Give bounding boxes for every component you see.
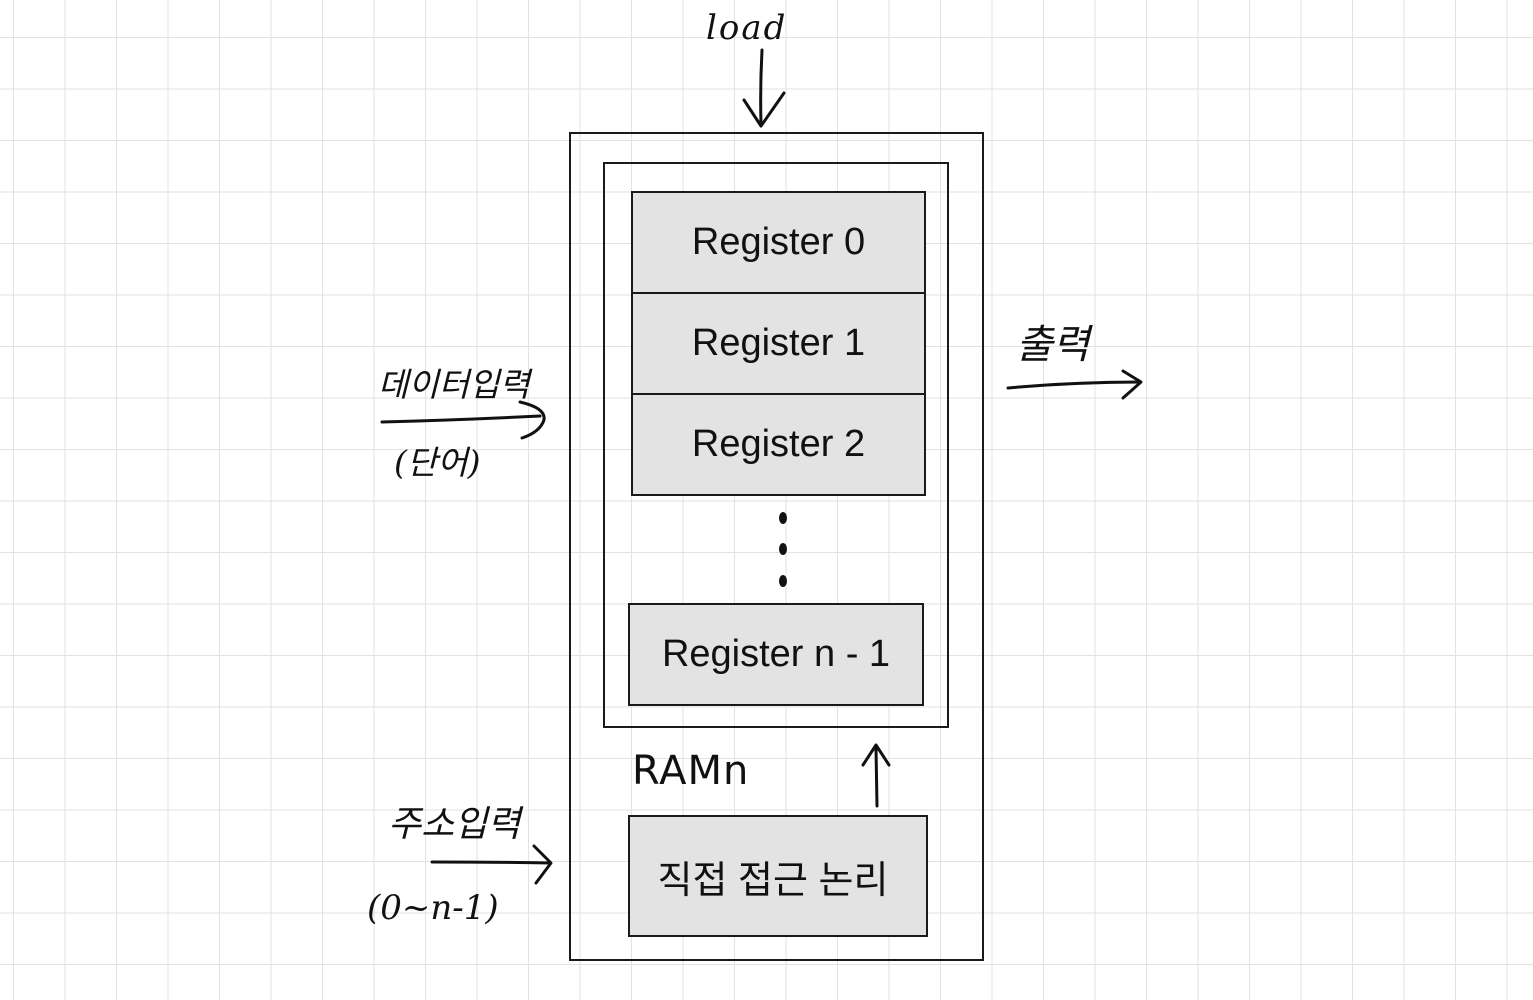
register-1-label: Register 1: [691, 322, 866, 364]
address-input-label: 주소입력: [388, 804, 521, 845]
ram-outer-box: [569, 132, 984, 961]
direct-access-logic-label: 직접 접근 논리: [657, 859, 889, 902]
register-n-minus-1: Register n - 1: [628, 603, 924, 706]
data-input-label: 데이터입력: [378, 365, 530, 404]
word-label: (단어): [394, 443, 481, 482]
ram-label: RAMn: [632, 748, 750, 794]
data-input-arrow: [380, 400, 546, 440]
load-arrow: [742, 48, 786, 128]
register-bank-box: [603, 162, 949, 728]
register-1: Register 1: [631, 292, 926, 395]
register-0-label: Register 0: [691, 221, 866, 263]
register-2-label: Register 2: [691, 423, 866, 465]
register-n-minus-1-label: Register n - 1: [661, 633, 891, 675]
address-input-arrow: [430, 844, 553, 885]
output-arrow: [1006, 369, 1143, 400]
load-label: load: [706, 8, 788, 48]
register-0: Register 0: [631, 191, 926, 294]
address-range-label: (0~n-1): [367, 888, 499, 928]
register-2: Register 2: [631, 393, 926, 496]
direct-access-logic-block: 직접 접근 논리: [628, 815, 928, 937]
output-label: 출력: [1016, 322, 1090, 368]
